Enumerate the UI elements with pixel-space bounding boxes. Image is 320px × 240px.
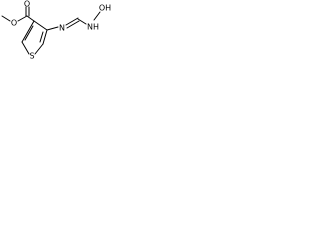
bond-methyl-o [1, 15, 11, 22]
bond-ring-c2-c3 [21, 20, 35, 43]
bond-imine-double-a [65, 17, 79, 26]
atom-o-carbonyl: O [24, 0, 30, 9]
bond-ring-c3-c4 [33, 20, 48, 31]
atom-s-ring: S [29, 52, 34, 61]
bond-ch-nh [77, 18, 87, 25]
bond-carbonyl-ring [26, 15, 35, 22]
bond-o-carbonyl-c [17, 15, 28, 22]
bond-ring-c4-c5 [42, 29, 48, 45]
bond-ring-s-c2 [21, 41, 30, 55]
bond-ring-inner-a [24, 25, 34, 41]
atom-oh: OH [99, 4, 111, 13]
bond-ring-inner-b [39, 31, 44, 43]
bond-ring-n [46, 26, 59, 31]
atom-nh: NH [87, 23, 99, 32]
bond-imine-double-b [66, 20, 80, 29]
atom-n-imine: N [59, 24, 65, 33]
atom-o-ester: O [11, 19, 17, 28]
molecule-structure: O O S N NH OH [1, 0, 111, 61]
bond-ring-c5-s [34, 43, 44, 55]
bond-nh-oh [93, 11, 101, 21]
